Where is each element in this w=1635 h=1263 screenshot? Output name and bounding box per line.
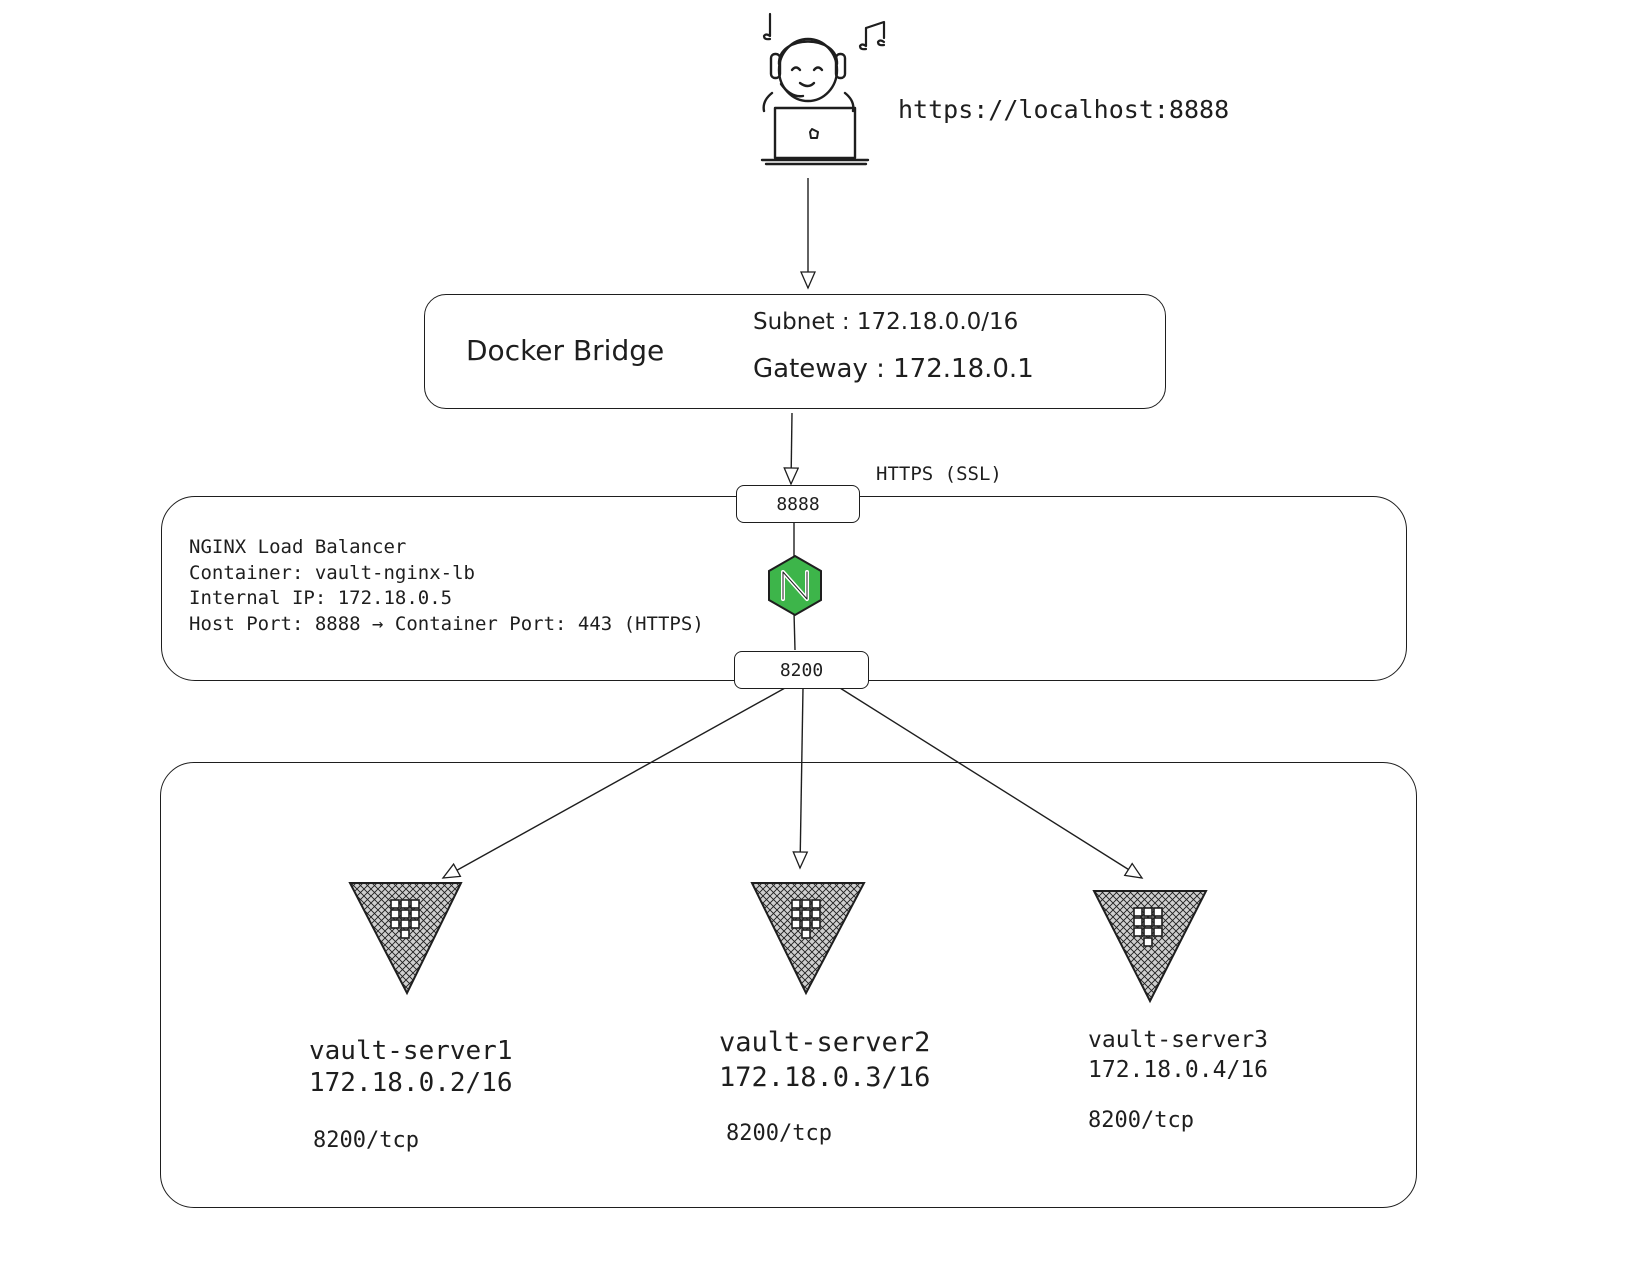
port-in-8888: 8888 [736,485,860,523]
arrow-bridge-to-nginx [783,412,800,486]
vault-server1-port: 8200/tcp [313,1128,419,1153]
docker-bridge-title: Docker Bridge [466,334,665,367]
vault-server2-ip: 172.18.0.3/16 [719,1062,931,1093]
vault-server1-name: vault-server1 [309,1036,513,1066]
nginx-details: NGINX Load Balancer Container: vault-ngi… [189,535,704,637]
user-url: https://localhost:8888 [898,95,1230,124]
arrow-nginx-to-vault2 [792,687,809,870]
docker-bridge-box [424,294,1166,409]
line-nginx-icon-to-port-out [793,611,796,651]
nginx-host-port: Host Port: 8888 → Container Port: 443 (H… [189,612,704,635]
docker-bridge-gateway: Gateway : 172.18.0.1 [753,354,1034,384]
vault-server2-name: vault-server2 [719,1027,931,1058]
vault-server3-info: vault-server3 172.18.0.4/16 [1088,1025,1268,1085]
nginx-container: Container: vault-nginx-lb [189,561,475,584]
vault-server3-port: 8200/tcp [1088,1108,1194,1133]
connection-label: HTTPS (SSL) [876,463,1002,485]
arrow-nginx-to-vault1 [441,687,786,879]
vault-icon [348,882,463,996]
nginx-icon [768,554,822,617]
vault-server2-port: 8200/tcp [726,1121,832,1146]
vault-server3-ip: 172.18.0.4/16 [1088,1057,1269,1083]
vault-server1-info: vault-server1 172.18.0.2/16 [309,1035,513,1099]
vault-icon [1092,890,1208,1004]
nginx-internal-ip: Internal IP: 172.18.0.5 [189,587,453,609]
vault-server2-info: vault-server2 172.18.0.3/16 [719,1025,930,1095]
docker-bridge-subnet: Subnet : 172.18.0.0/16 [753,309,1019,335]
developer-with-headphones-laptop-icon [760,12,886,166]
vault-server3-name: vault-server3 [1088,1027,1269,1053]
arrow-nginx-to-vault3 [839,687,1144,879]
port-out-8200: 8200 [734,651,869,689]
vault-icon [750,882,866,996]
vault-server1-ip: 172.18.0.2/16 [309,1068,513,1098]
vault-cluster-box [160,762,1417,1208]
nginx-title: NGINX Load Balancer [189,536,407,558]
